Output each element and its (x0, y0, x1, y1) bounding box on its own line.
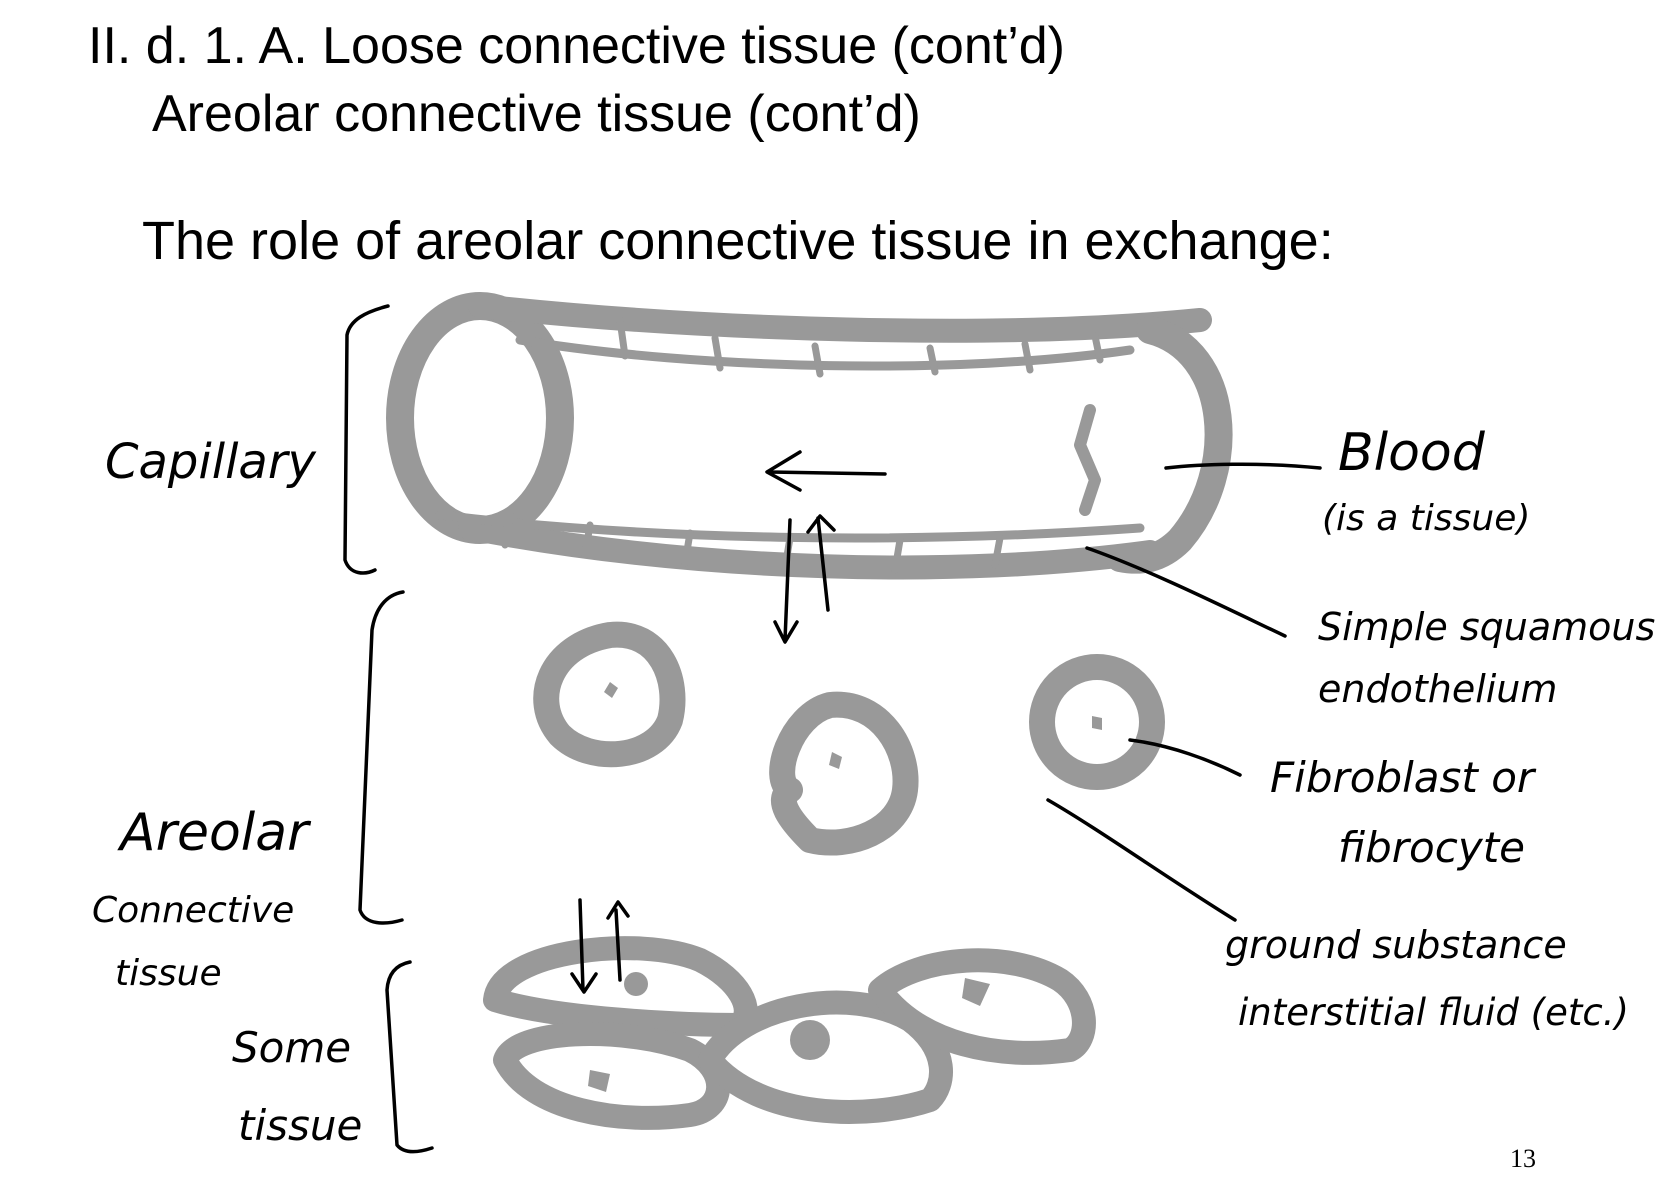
capillary-top-wall (468, 294, 1212, 343)
label-endothelium-2: endothelium (1318, 667, 1557, 711)
label-fibroblast-2: fibrocyte (1338, 823, 1525, 872)
label-fibroblast-1: Fibroblast or (1270, 753, 1537, 802)
fibroblast-cell-3 (1029, 654, 1165, 790)
fibroblast-pointer-line (1128, 738, 1242, 777)
capillary-cut-mark (1074, 404, 1101, 516)
tissue-cell-4 (868, 948, 1096, 1065)
label-blood: Blood (1338, 423, 1486, 483)
label-areolar-3: tissue (115, 953, 222, 994)
exchange-arrow-up-2 (606, 900, 630, 982)
capillary-inner-bottom-line (435, 510, 1145, 543)
fibroblast-nuclei (604, 682, 1102, 769)
label-ground-1: ground substance (1225, 923, 1567, 967)
endothelium-pointer-line (1085, 546, 1287, 638)
fibroblast-nucleus-3 (1092, 716, 1102, 730)
label-some-1: Some (232, 1023, 351, 1072)
tissue-nucleus-4 (962, 978, 990, 1006)
flow-arrow (765, 450, 887, 492)
tissue-cell-2 (493, 1022, 731, 1130)
exchange-arrow-up-1 (806, 514, 836, 612)
label-capillary: Capillary (105, 434, 317, 490)
tissue-cell-1 (483, 936, 758, 1037)
label-blood-note: (is a tissue) (1322, 498, 1530, 539)
tissue-nuclei (588, 972, 990, 1092)
tissue-nucleus-2 (588, 1070, 610, 1092)
tissue-bracket (385, 960, 434, 1154)
exchange-arrow-down-1 (773, 518, 799, 644)
exchange-arrow-down-2 (570, 898, 598, 994)
tissue-nucleus-1 (624, 972, 648, 996)
fibroblast-nucleus-2 (829, 752, 842, 769)
label-areolar-1: Areolar (117, 803, 312, 863)
fibroblast-cell-1 (533, 621, 686, 768)
label-ground-2: interstitial fluid (etc.) (1238, 991, 1629, 1034)
ground-substance-pointer-line (1046, 798, 1237, 922)
label-some-2: tissue (238, 1101, 362, 1150)
tissue-cell-3 (698, 990, 953, 1124)
capillary-right-end (1106, 316, 1233, 574)
labels: Capillary Blood (is a tissue) Simple squ… (92, 423, 1655, 1150)
tissue-nucleus-3 (790, 1020, 830, 1060)
ink-marks (343, 304, 1322, 1154)
blood-pointer-line (1164, 462, 1322, 470)
page-number: 13 (1510, 1144, 1536, 1173)
section-heading: The role of areolar connective tissue in… (142, 211, 1334, 271)
tissue-cells (483, 936, 1096, 1130)
slide-subtitle: Areolar connective tissue (cont’d) (152, 85, 921, 143)
capillary-inner-top-line (515, 335, 1135, 371)
capillary-bracket (343, 304, 390, 575)
slide-title: II. d. 1. A. Loose connective tissue (co… (88, 17, 1065, 75)
fibroblast-cells (533, 621, 1165, 856)
endothelial-junctions-top (616, 316, 1104, 378)
label-areolar-2: Connective (92, 890, 294, 931)
fibroblast-nucleus-1 (604, 682, 618, 698)
label-endothelium-1: Simple squamous (1318, 605, 1655, 649)
fibroblast-cell-2 (769, 691, 919, 856)
areolar-bracket (358, 590, 405, 925)
